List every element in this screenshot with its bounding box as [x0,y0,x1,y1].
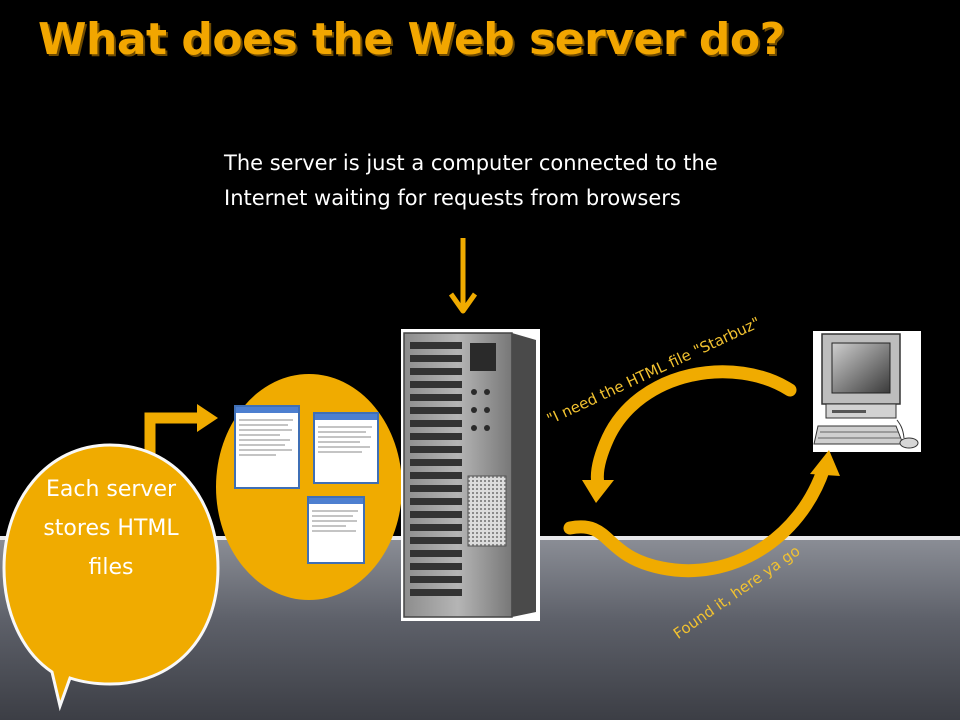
bent-arrow-icon [144,404,218,462]
down-arrow-icon [448,238,478,314]
server-description: The server is just a computer connected … [224,151,718,210]
server-icon [401,329,540,621]
computer-icon [813,331,921,452]
html-file-icon [313,412,379,484]
speech-bubble-text: Each server stores HTML files [43,477,179,580]
cycle-arrow-icon [563,365,840,578]
slide-title: What does the Web server do? [38,14,785,65]
html-file-icon [234,405,300,489]
html-file-icon [307,496,365,564]
speech-bubble [2,443,220,712]
